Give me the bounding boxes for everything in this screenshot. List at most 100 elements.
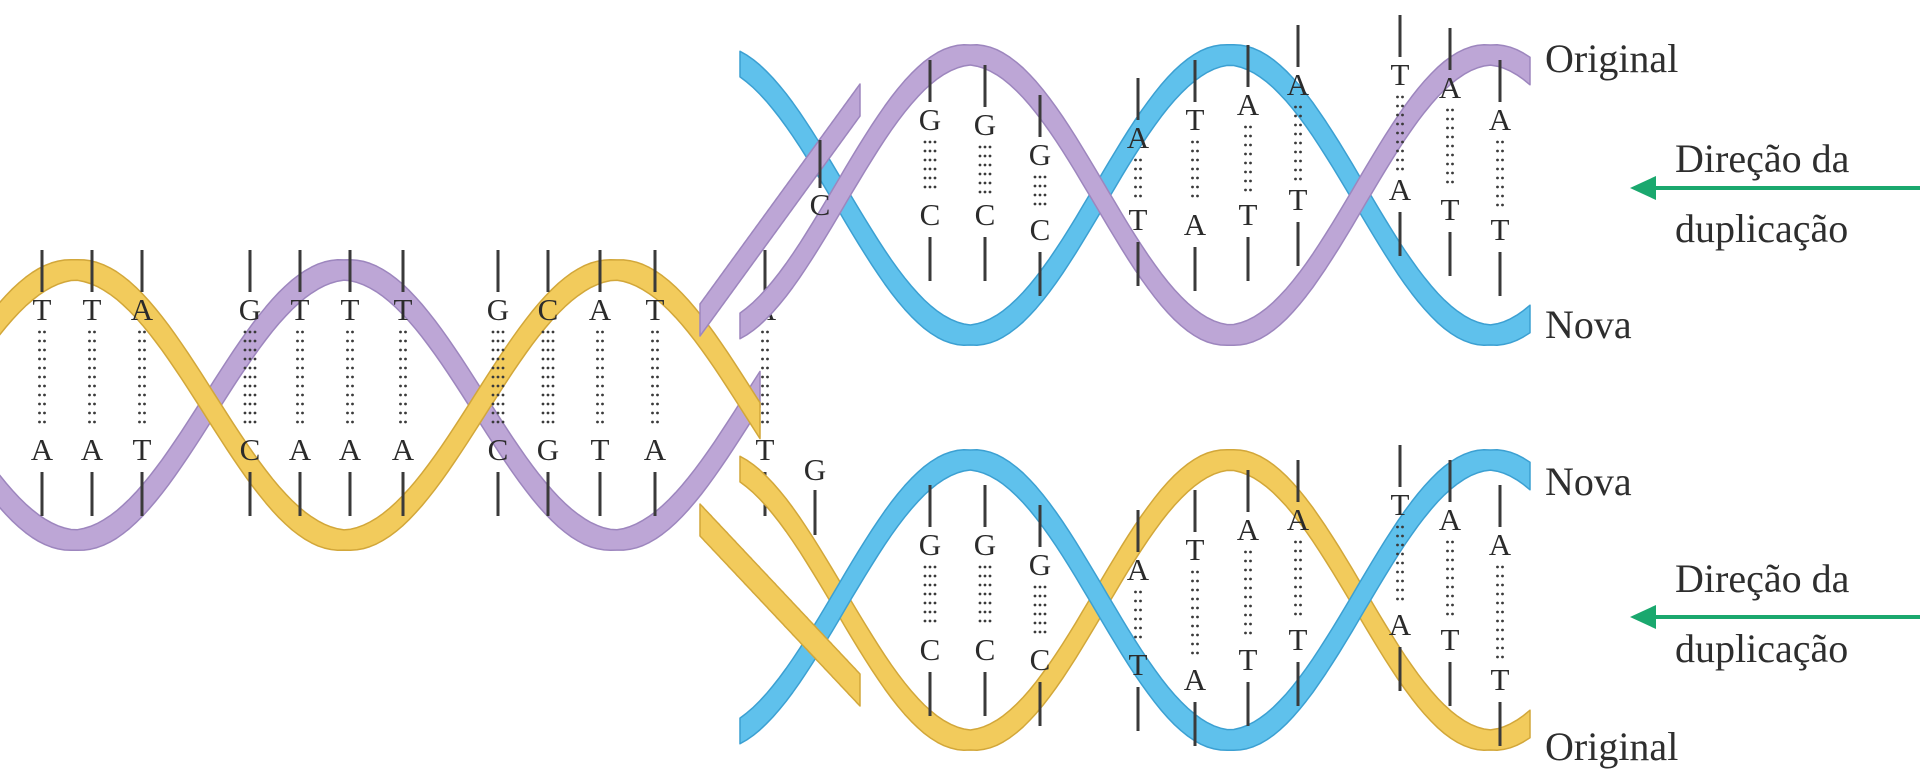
- base-letter: A: [644, 432, 667, 467]
- hydrogen-bond-dot: [988, 601, 992, 605]
- daughter-top-base-pair: TA: [1184, 60, 1207, 291]
- hydrogen-bond-dot: [551, 330, 555, 334]
- hydrogen-bond-dot: [983, 583, 987, 587]
- hydrogen-bond-dot: [766, 330, 769, 334]
- base-letter: C: [920, 197, 941, 232]
- hydrogen-bond-dot: [983, 154, 987, 158]
- hydrogen-bond-dot: [253, 357, 257, 361]
- hydrogen-bond-dot: [1396, 113, 1399, 117]
- hydrogen-bond-dot: [1033, 612, 1037, 616]
- hydrogen-bond-dot: [761, 366, 764, 370]
- hydrogen-bond-dot: [656, 402, 659, 406]
- hydrogen-bond-dot: [988, 610, 992, 614]
- hydrogen-bond-dot: [601, 411, 604, 415]
- hydrogen-bond-dot: [491, 330, 495, 334]
- left-arrow-icon: [1630, 605, 1656, 629]
- hydrogen-bond-dot: [601, 330, 604, 334]
- hydrogen-bond-dot: [923, 565, 927, 569]
- hydrogen-bond-dot: [1299, 159, 1302, 163]
- hydrogen-bond-dot: [1244, 631, 1247, 635]
- hydrogen-bond-dot: [541, 339, 545, 343]
- hydrogen-bond-dot: [301, 357, 304, 361]
- hydrogen-bond-dot: [1033, 175, 1037, 179]
- hydrogen-bond-dot: [1299, 612, 1302, 616]
- hydrogen-bond-dot: [928, 592, 932, 596]
- hydrogen-bond-dot: [248, 357, 252, 361]
- hydrogen-bond-dot: [1249, 631, 1252, 635]
- hydrogen-bond-dot: [1496, 610, 1499, 614]
- hydrogen-bond-dot: [656, 384, 659, 388]
- hydrogen-bond-dot: [1496, 565, 1499, 569]
- hydrogen-bond-dot: [1134, 599, 1137, 603]
- base-letter: G: [1029, 547, 1051, 582]
- base-letter: T: [646, 292, 665, 327]
- base-letter: A: [1389, 172, 1412, 207]
- hydrogen-bond-dot: [1451, 153, 1454, 157]
- hydrogen-bond-dot: [546, 357, 550, 361]
- hydrogen-bond-dot: [404, 393, 407, 397]
- hydrogen-bond-dot: [1401, 570, 1404, 574]
- hydrogen-bond-dot: [1249, 134, 1252, 138]
- hydrogen-bond-dot: [1244, 188, 1247, 192]
- base-letter: T: [1441, 192, 1460, 227]
- hydrogen-bond-dot: [1496, 583, 1499, 587]
- hydrogen-bond-dot: [1451, 171, 1454, 175]
- hydrogen-bond-dot: [1244, 152, 1247, 156]
- parent-base-pair: TA: [81, 250, 104, 516]
- hydrogen-bond-dot: [551, 366, 555, 370]
- hydrogen-bond-dot: [1043, 202, 1047, 206]
- hydrogen-bond-dot: [1501, 565, 1504, 569]
- hydrogen-bond-dot: [1396, 158, 1399, 162]
- hydrogen-bond-dot: [138, 348, 141, 352]
- hydrogen-bond-dot: [253, 411, 257, 415]
- hydrogen-bond-dot: [296, 411, 299, 415]
- hydrogen-bond-dot: [253, 375, 257, 379]
- hydrogen-bond-dot: [601, 402, 604, 406]
- daughter-bottom-base-pair: AT: [1287, 460, 1310, 706]
- hydrogen-bond-dot: [491, 366, 495, 370]
- hydrogen-bond-dot: [1134, 176, 1137, 180]
- base-letter: A: [589, 292, 612, 327]
- hydrogen-bond-dot: [346, 402, 349, 406]
- hydrogen-bond-dot: [43, 375, 46, 379]
- hydrogen-bond-dot: [1299, 576, 1302, 580]
- hydrogen-bond-dot: [1396, 588, 1399, 592]
- hydrogen-bond-dot: [551, 411, 555, 415]
- hydrogen-bond-dot: [1249, 152, 1252, 156]
- hydrogen-bond-dot: [88, 339, 91, 343]
- hydrogen-bond-dot: [1294, 168, 1297, 172]
- hydrogen-bond-dot: [404, 330, 407, 334]
- base-letter: T: [1441, 622, 1460, 657]
- hydrogen-bond-dot: [1191, 579, 1194, 583]
- hydrogen-bond-dot: [983, 565, 987, 569]
- hydrogen-bond-dot: [1401, 534, 1404, 538]
- hydrogen-bond-dot: [1294, 585, 1297, 589]
- hydrogen-bond-dot: [1446, 612, 1449, 616]
- hydrogen-bond-dot: [978, 163, 982, 167]
- hydrogen-bond-dot: [351, 411, 354, 415]
- hydrogen-bond-dot: [1294, 612, 1297, 616]
- parent-base-pair: CG: [537, 250, 559, 516]
- hydrogen-bond-dot: [301, 348, 304, 352]
- hydrogen-bond-dot: [551, 357, 555, 361]
- hydrogen-bond-dot: [1244, 550, 1247, 554]
- hydrogen-bond-dot: [651, 384, 654, 388]
- hydrogen-bond-dot: [1139, 176, 1142, 180]
- hydrogen-bond-dot: [1249, 170, 1252, 174]
- hydrogen-bond-dot: [923, 619, 927, 623]
- hydrogen-bond-dot: [1446, 558, 1449, 562]
- hydrogen-bond-dot: [501, 402, 505, 406]
- hydrogen-bond-dot: [988, 583, 992, 587]
- hydrogen-bond-dot: [138, 357, 141, 361]
- hydrogen-bond-dot: [404, 375, 407, 379]
- hydrogen-bond-dot: [1134, 617, 1137, 621]
- hydrogen-bond-dot: [988, 154, 992, 158]
- hydrogen-bond-dot: [978, 601, 982, 605]
- daughter-top-base-pair: AT: [1127, 78, 1150, 286]
- hydrogen-bond-dot: [978, 172, 982, 176]
- base-letter: A: [81, 432, 104, 467]
- hydrogen-bond-dot: [933, 601, 937, 605]
- hydrogen-bond-dot: [351, 420, 354, 424]
- hydrogen-bond-dot: [596, 402, 599, 406]
